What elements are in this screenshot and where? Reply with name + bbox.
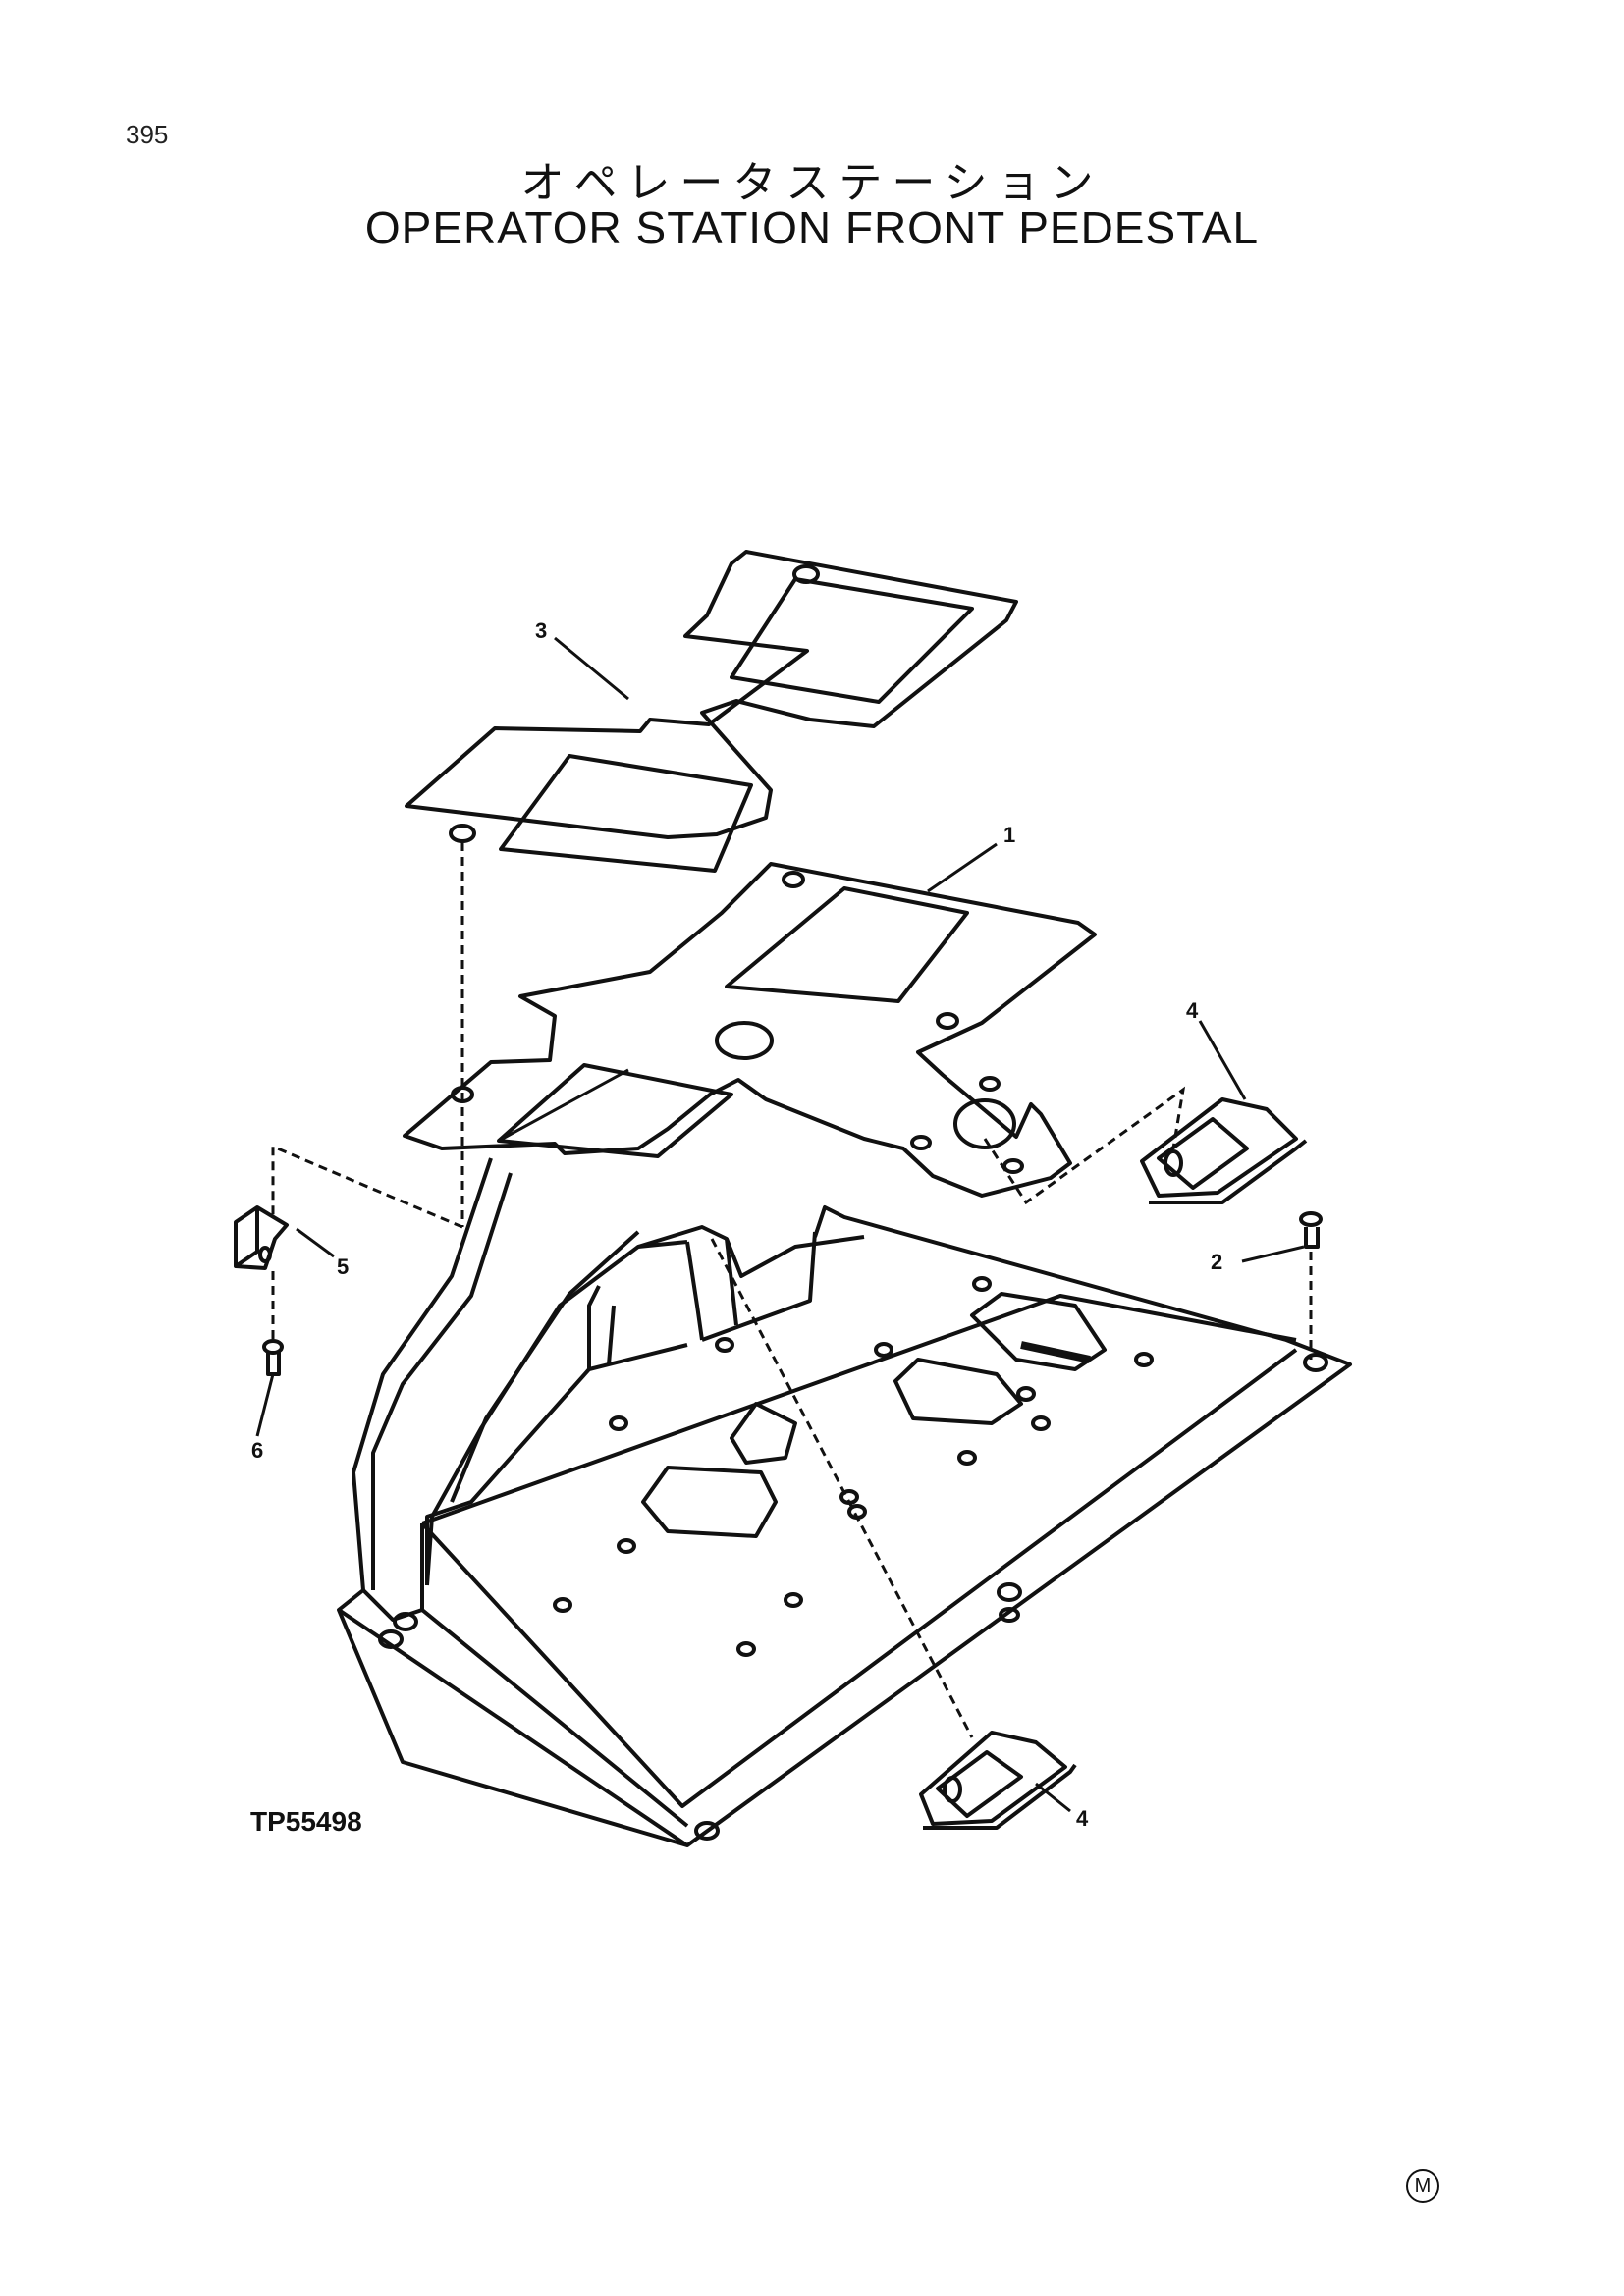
callout-2: 2 — [1211, 1250, 1222, 1274]
callout-1: 1 — [1003, 823, 1015, 847]
figure-id: TP55498 — [250, 1806, 362, 1837]
callout-4-lower: 4 — [1076, 1806, 1089, 1831]
callout-6: 6 — [251, 1438, 263, 1463]
part-5-bracket — [234, 1205, 289, 1270]
part-4-isolator-upper — [1140, 1097, 1308, 1204]
page-title-english: OPERATOR STATION FRONT PEDESTAL — [364, 202, 1260, 253]
callout-leaders — [255, 636, 1305, 1813]
corner-circle-mark: M — [1406, 2169, 1439, 2203]
pedestal-body — [337, 1157, 1352, 1847]
part-6-bolt — [262, 1339, 284, 1376]
callout-4-upper: 4 — [1186, 998, 1199, 1023]
part-2-bolt — [1299, 1211, 1323, 1249]
part-1-top-plate — [403, 862, 1097, 1198]
callout-3: 3 — [535, 618, 547, 643]
part-4-isolator-lower — [919, 1731, 1077, 1830]
assembly-leader-lines — [271, 842, 1313, 1738]
callout-5: 5 — [337, 1255, 349, 1279]
page-title-japanese: オペレータステーション — [520, 158, 1104, 208]
part-3-mat — [405, 550, 1018, 873]
page-number: 395 — [126, 120, 169, 149]
